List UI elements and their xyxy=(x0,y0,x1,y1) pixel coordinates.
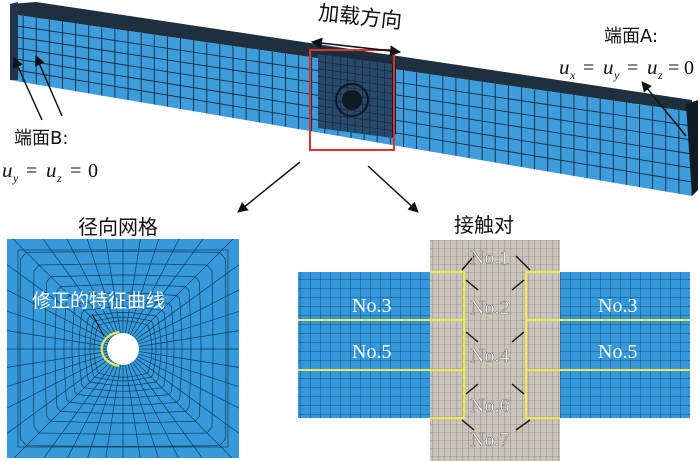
svg-text:u: u xyxy=(46,158,57,182)
radial-mesh-panel xyxy=(7,239,239,458)
end-b-boundary-condition: u y = u z = 0 xyxy=(2,158,98,185)
svg-text:=: = xyxy=(668,57,679,79)
svg-text:0: 0 xyxy=(684,57,694,79)
svg-text:z: z xyxy=(657,68,663,82)
svg-text:=: = xyxy=(583,57,594,79)
contact-no5-left: No.5 xyxy=(352,341,391,363)
svg-text:x: x xyxy=(569,68,576,82)
contact-no1: No.1 xyxy=(470,247,509,269)
contact-no2: No.2 xyxy=(470,297,509,319)
svg-text:u: u xyxy=(647,55,658,79)
characteristic-curve xyxy=(100,330,120,368)
end-b-arrow-1 xyxy=(13,57,43,121)
contact-pair-panel: No.1 No.2 No.3 No.3 No.4 No.5 No.5 No.6 … xyxy=(298,240,690,461)
svg-text:=: = xyxy=(26,160,37,182)
beam-end-face-a xyxy=(686,100,698,196)
contact-no4: No.4 xyxy=(470,345,509,367)
svg-text:z: z xyxy=(56,171,62,185)
svg-text:u: u xyxy=(2,158,13,182)
end-a-arrow xyxy=(641,81,687,137)
svg-text:=: = xyxy=(70,160,81,182)
svg-text:u: u xyxy=(603,55,614,79)
load-direction-label: 加载方向 xyxy=(317,1,403,34)
radial-mesh-title: 径向网格 xyxy=(78,215,158,239)
svg-text:y: y xyxy=(613,68,620,82)
end-a-label: 端面A: xyxy=(604,26,658,47)
zoom-arrow-left xyxy=(237,161,301,213)
zoom-arrow-right xyxy=(367,165,419,213)
contact-no3-right: No.3 xyxy=(598,295,637,317)
contact-no6: No.6 xyxy=(470,395,509,417)
contact-pair-title: 接触对 xyxy=(454,213,514,237)
contact-no5-right: No.5 xyxy=(598,341,637,363)
end-b-arrow-2 xyxy=(34,55,63,117)
end-b-label: 端面B: xyxy=(14,128,68,149)
bolt-hole xyxy=(107,333,139,365)
plate-right xyxy=(560,272,690,418)
svg-text:y: y xyxy=(12,171,19,185)
svg-text:=: = xyxy=(627,57,638,79)
curve-leader xyxy=(91,313,105,337)
contact-no3-left: No.3 xyxy=(352,295,391,317)
plate-left xyxy=(298,272,430,418)
svg-text:0: 0 xyxy=(88,160,98,182)
svg-text:u: u xyxy=(559,55,570,79)
end-a-boundary-condition: u x = u y = u z = 0 xyxy=(559,55,694,82)
contact-leaders xyxy=(461,255,531,431)
contact-no7: No.7 xyxy=(470,429,509,451)
beam-end-face-b xyxy=(10,2,18,80)
load-direction-arrow xyxy=(310,37,402,57)
curve-label: 修正的特征曲线 xyxy=(32,290,165,312)
